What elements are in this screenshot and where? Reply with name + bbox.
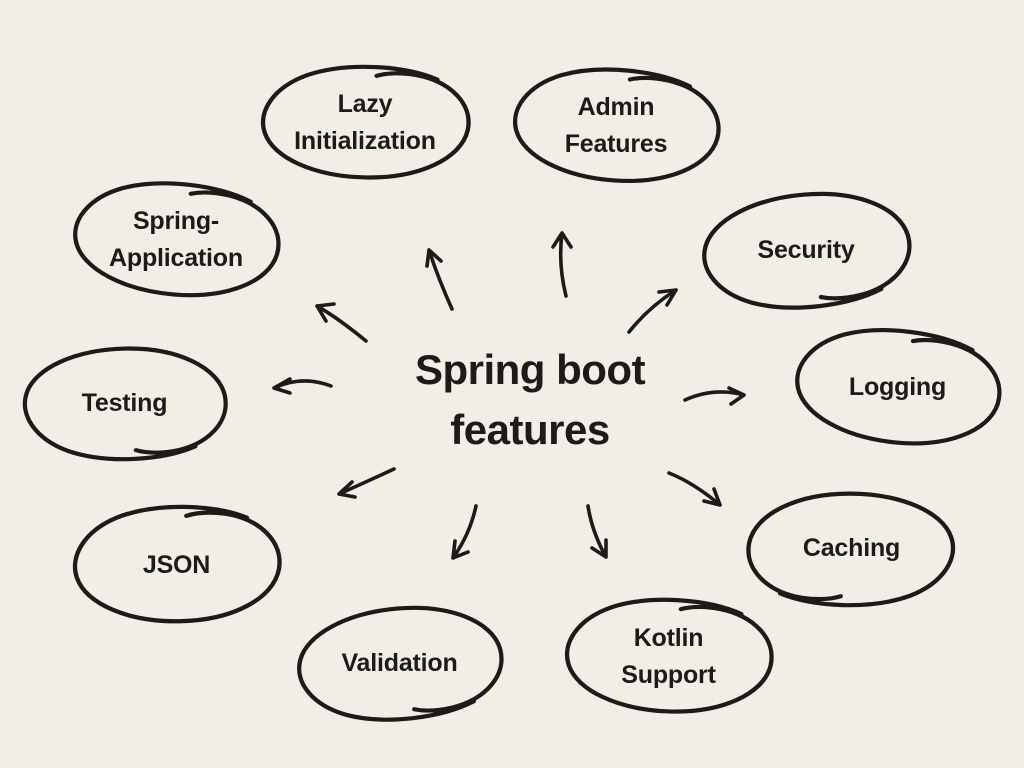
node-label: Logging: [790, 328, 1005, 447]
node-label-line: Logging: [848, 373, 947, 401]
node-validation: Validation: [292, 604, 507, 722]
node-admin-features: Admin Features: [508, 67, 724, 185]
arrow-to-admin-features: [551, 231, 573, 298]
arrow-to-caching: [667, 471, 722, 507]
arrow-to-lazy-initialization: [425, 248, 454, 311]
node-label-line: Features: [564, 130, 668, 158]
node-logging: Logging: [790, 328, 1005, 447]
node-lazy-initialization: Lazy Initialization: [256, 64, 474, 182]
node-label: Kotlin Support: [560, 597, 777, 716]
node-json: JSON: [68, 504, 285, 626]
node-label: Security: [697, 190, 915, 310]
node-label-line: Admin: [577, 93, 655, 121]
node-label-line: Testing: [81, 388, 168, 417]
arrow-to-security: [627, 288, 678, 334]
node-label-line: Validation: [341, 648, 458, 677]
node-security: Security: [697, 190, 915, 310]
node-label: Admin Features: [508, 67, 724, 185]
node-label: Lazy Initialization: [256, 64, 474, 182]
node-caching: Caching: [743, 489, 960, 608]
node-kotlin-support: Kotlin Support: [560, 597, 777, 716]
node-label-line: Lazy: [337, 90, 393, 118]
node-label-line: Spring-: [132, 207, 220, 235]
node-label: Spring- Application: [68, 181, 284, 299]
arrow-to-kotlin-support: [586, 504, 608, 559]
node-label-line: Initialization: [294, 127, 436, 155]
arrow-to-validation: [451, 504, 478, 560]
central-topic: Spring boot features: [334, 340, 726, 460]
node-spring-application: Spring- Application: [68, 181, 284, 299]
arrow-to-testing: [272, 377, 333, 395]
node-label-line: Caching: [802, 534, 901, 562]
node-label: Caching: [743, 489, 960, 608]
central-topic-line-2: features: [450, 406, 610, 453]
central-topic-line-1: Spring boot: [414, 346, 646, 393]
node-label-line: Security: [757, 235, 855, 264]
node-label: JSON: [68, 504, 285, 626]
arrow-to-json: [337, 467, 396, 499]
node-label-line: Support: [621, 660, 716, 689]
node-testing: Testing: [18, 344, 231, 462]
node-label-line: JSON: [142, 550, 211, 579]
node-label: Validation: [292, 604, 507, 722]
node-label: Testing: [18, 344, 231, 462]
node-label-line: Application: [109, 244, 243, 272]
arrow-to-spring-application: [315, 302, 368, 343]
node-label-line: Kotlin: [633, 623, 704, 652]
